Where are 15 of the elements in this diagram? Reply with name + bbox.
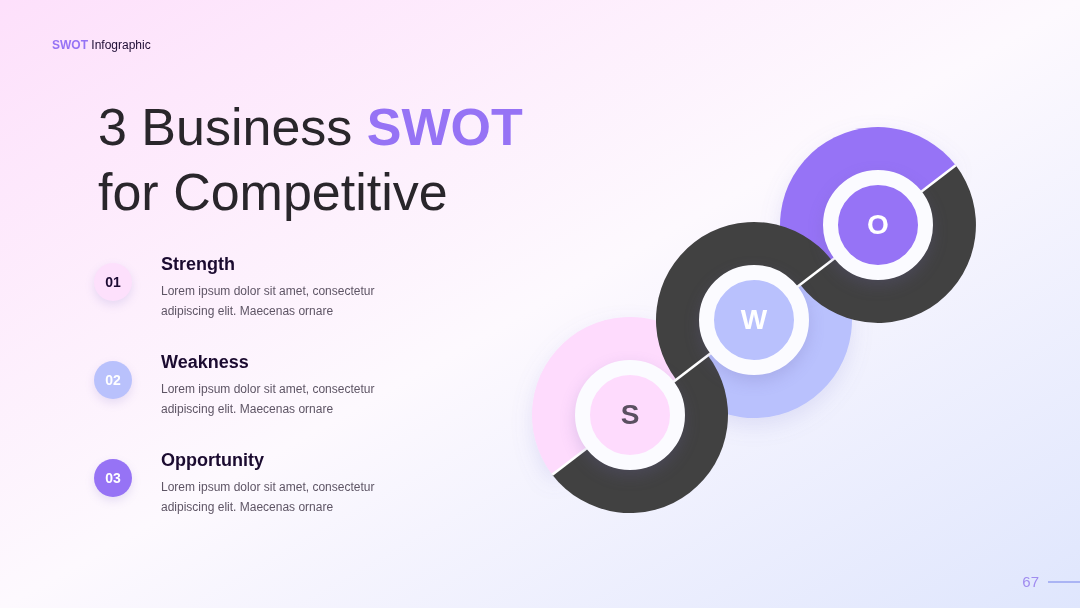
- step-number: 01: [105, 272, 121, 292]
- header-label: SWOT Infographic: [52, 38, 151, 52]
- step-description: Lorem ipsum dolor sit amet, consectetur adipiscing elit. Maecenas ornare: [161, 381, 376, 418]
- step-description: Lorem ipsum dolor sit amet, consectetur adipiscing elit. Maecenas ornare: [161, 283, 376, 320]
- step-heading: Opportunity: [161, 449, 265, 471]
- step-heading: Strength: [161, 253, 236, 275]
- swot-letter: S: [620, 398, 640, 432]
- step-number: 03: [105, 468, 121, 488]
- swot-letter: W: [740, 303, 768, 337]
- step-number: 02: [105, 370, 121, 390]
- swot-letter: O: [867, 208, 889, 242]
- step-heading: Weakness: [161, 351, 250, 373]
- step-description: Lorem ipsum dolor sit amet, consectetur adipiscing elit. Maecenas ornare: [161, 479, 376, 516]
- page-number: 67: [1022, 572, 1039, 592]
- slide-title: 3 Business SWOT for Competitive: [98, 97, 524, 223]
